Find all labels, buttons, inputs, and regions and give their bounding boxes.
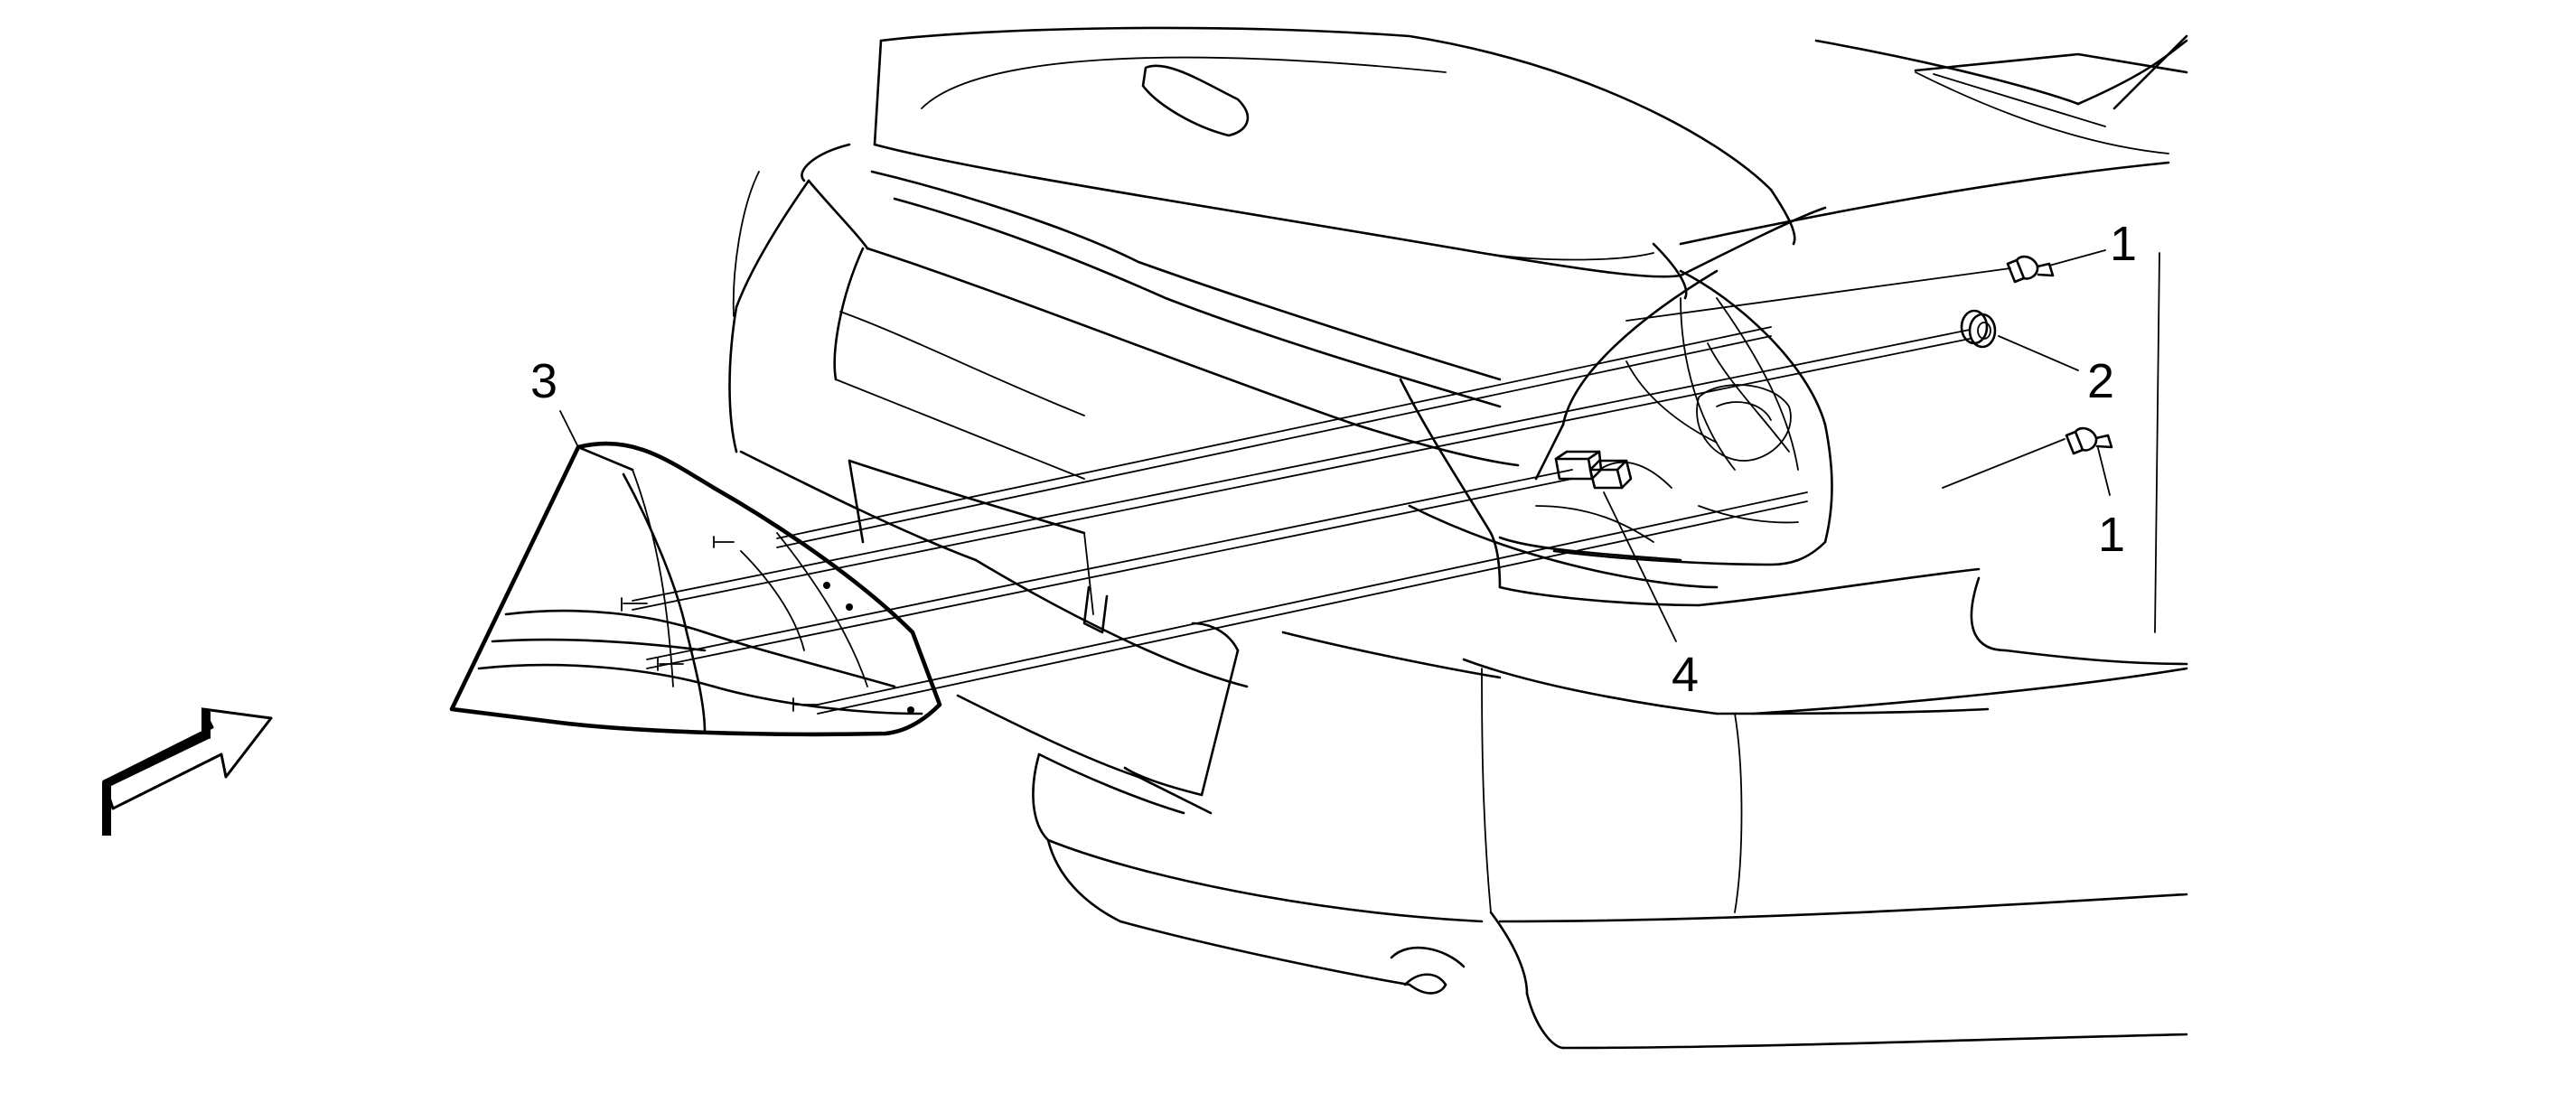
leader-2 [1998,335,2079,371]
fastener-nut-upper [2006,255,2055,284]
callout-1-lower: 1 [2098,508,2125,562]
leader-1-upper [2048,249,2106,266]
leader-4 [1603,491,1677,642]
vehicle-rear-body [728,26,2188,1050]
callout-4: 4 [1672,648,1699,702]
callout-1-upper: 1 [2110,217,2137,271]
fastener-nut-lower [2065,426,2113,455]
leader-1-lower [2097,447,2111,496]
callout-3: 3 [530,354,557,408]
alignment-lines [632,267,2065,715]
view-direction-arrow-icon [102,707,273,836]
leader-lines [559,249,2111,642]
leader-3 [559,410,579,448]
callout-2: 2 [2087,354,2114,408]
fastener-grommet [1960,309,1997,349]
tail-lamp-assembly [449,441,942,737]
